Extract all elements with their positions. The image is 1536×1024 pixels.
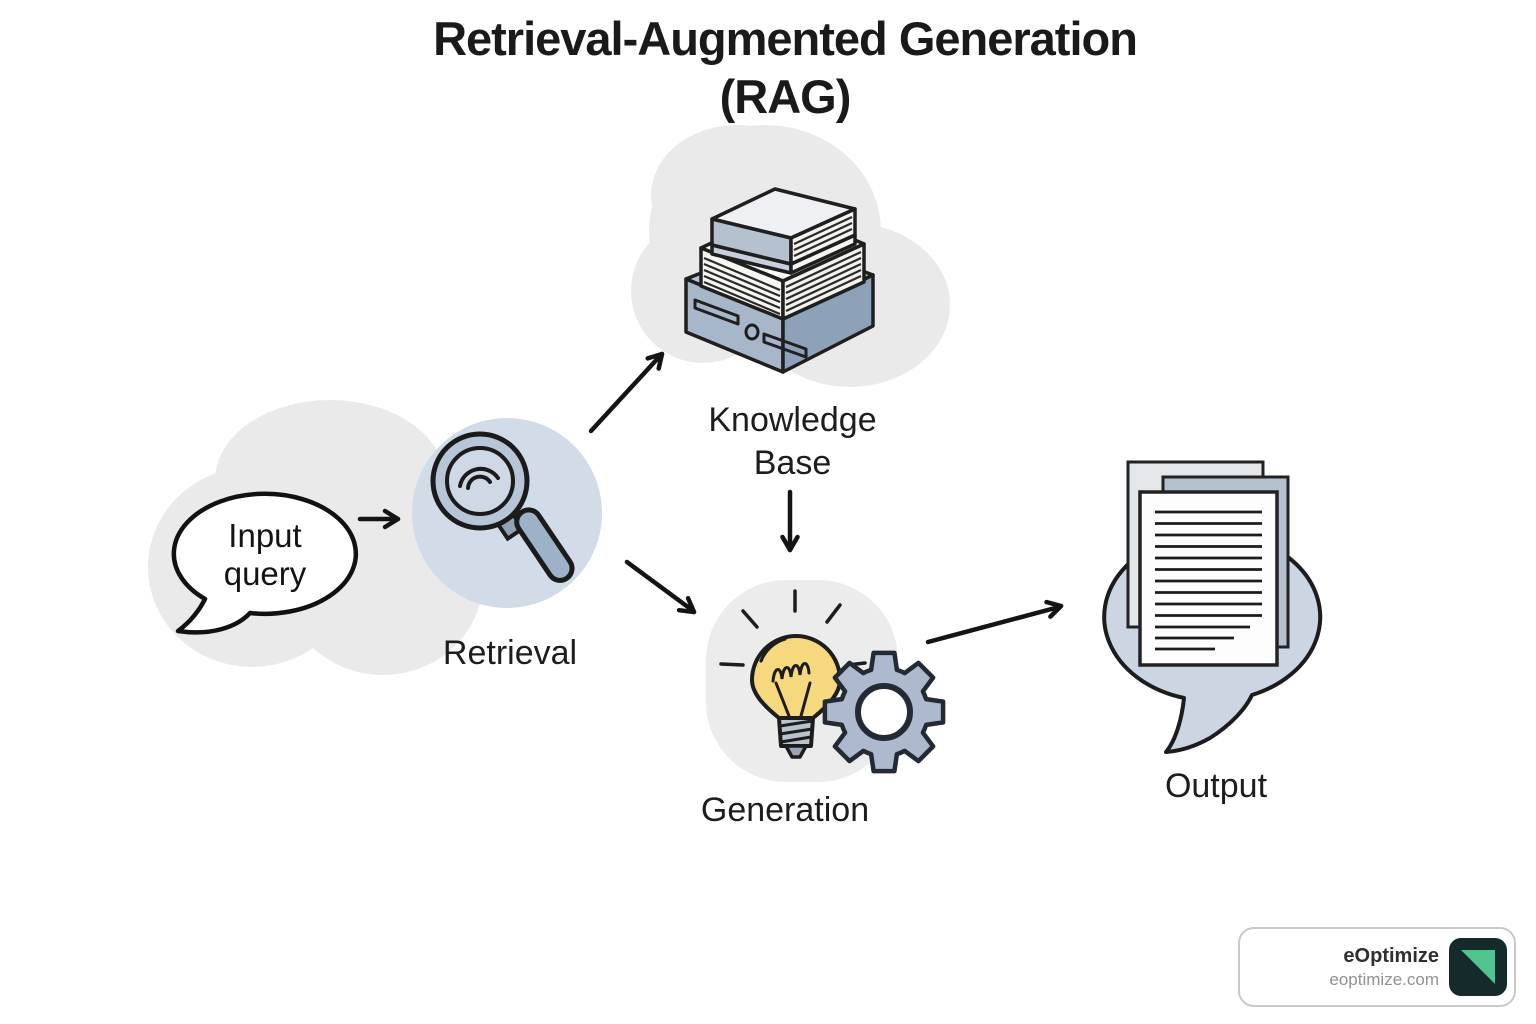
magnifier-icon (430, 431, 575, 583)
documents-in-speech-bubble-icon (1102, 460, 1323, 754)
knowledge-base-label: Knowledge Base (708, 401, 877, 482)
watermark-badge: eOptimize eoptimize.com (1238, 927, 1516, 1007)
bulb-rays (719, 589, 867, 667)
generation-label: Generation (700, 791, 870, 829)
output-documents (1126, 460, 1290, 667)
output-label: Output (1164, 767, 1268, 805)
watermark-brand: eOptimize (1343, 944, 1439, 967)
arrow-input-to-retrieval (357, 508, 401, 530)
watermark-domain: eoptimize.com (1329, 969, 1439, 989)
arrow-knowledge-base-to-generation (780, 489, 800, 553)
arrow-retrieval-to-generation (624, 559, 697, 615)
arrow-generation-to-output (925, 599, 1064, 645)
watermark-text: eOptimize eoptimize.com (1329, 944, 1439, 990)
gear-icon (822, 650, 946, 774)
arrow-retrieval-to-knowledge-base (588, 351, 665, 434)
books-on-server-icon (684, 187, 875, 374)
eoptimize-logo-icon (1449, 938, 1507, 996)
speech-bubble-icon (171, 491, 359, 635)
lightbulb-icon (750, 634, 842, 759)
input-query-label: Input query (223, 517, 307, 592)
retrieval-label: Retrieval (442, 634, 578, 672)
page-title: Retrieval-Augmented Generation (RAG) (433, 12, 1138, 123)
lightbulb-and-gear-icon (719, 589, 946, 774)
